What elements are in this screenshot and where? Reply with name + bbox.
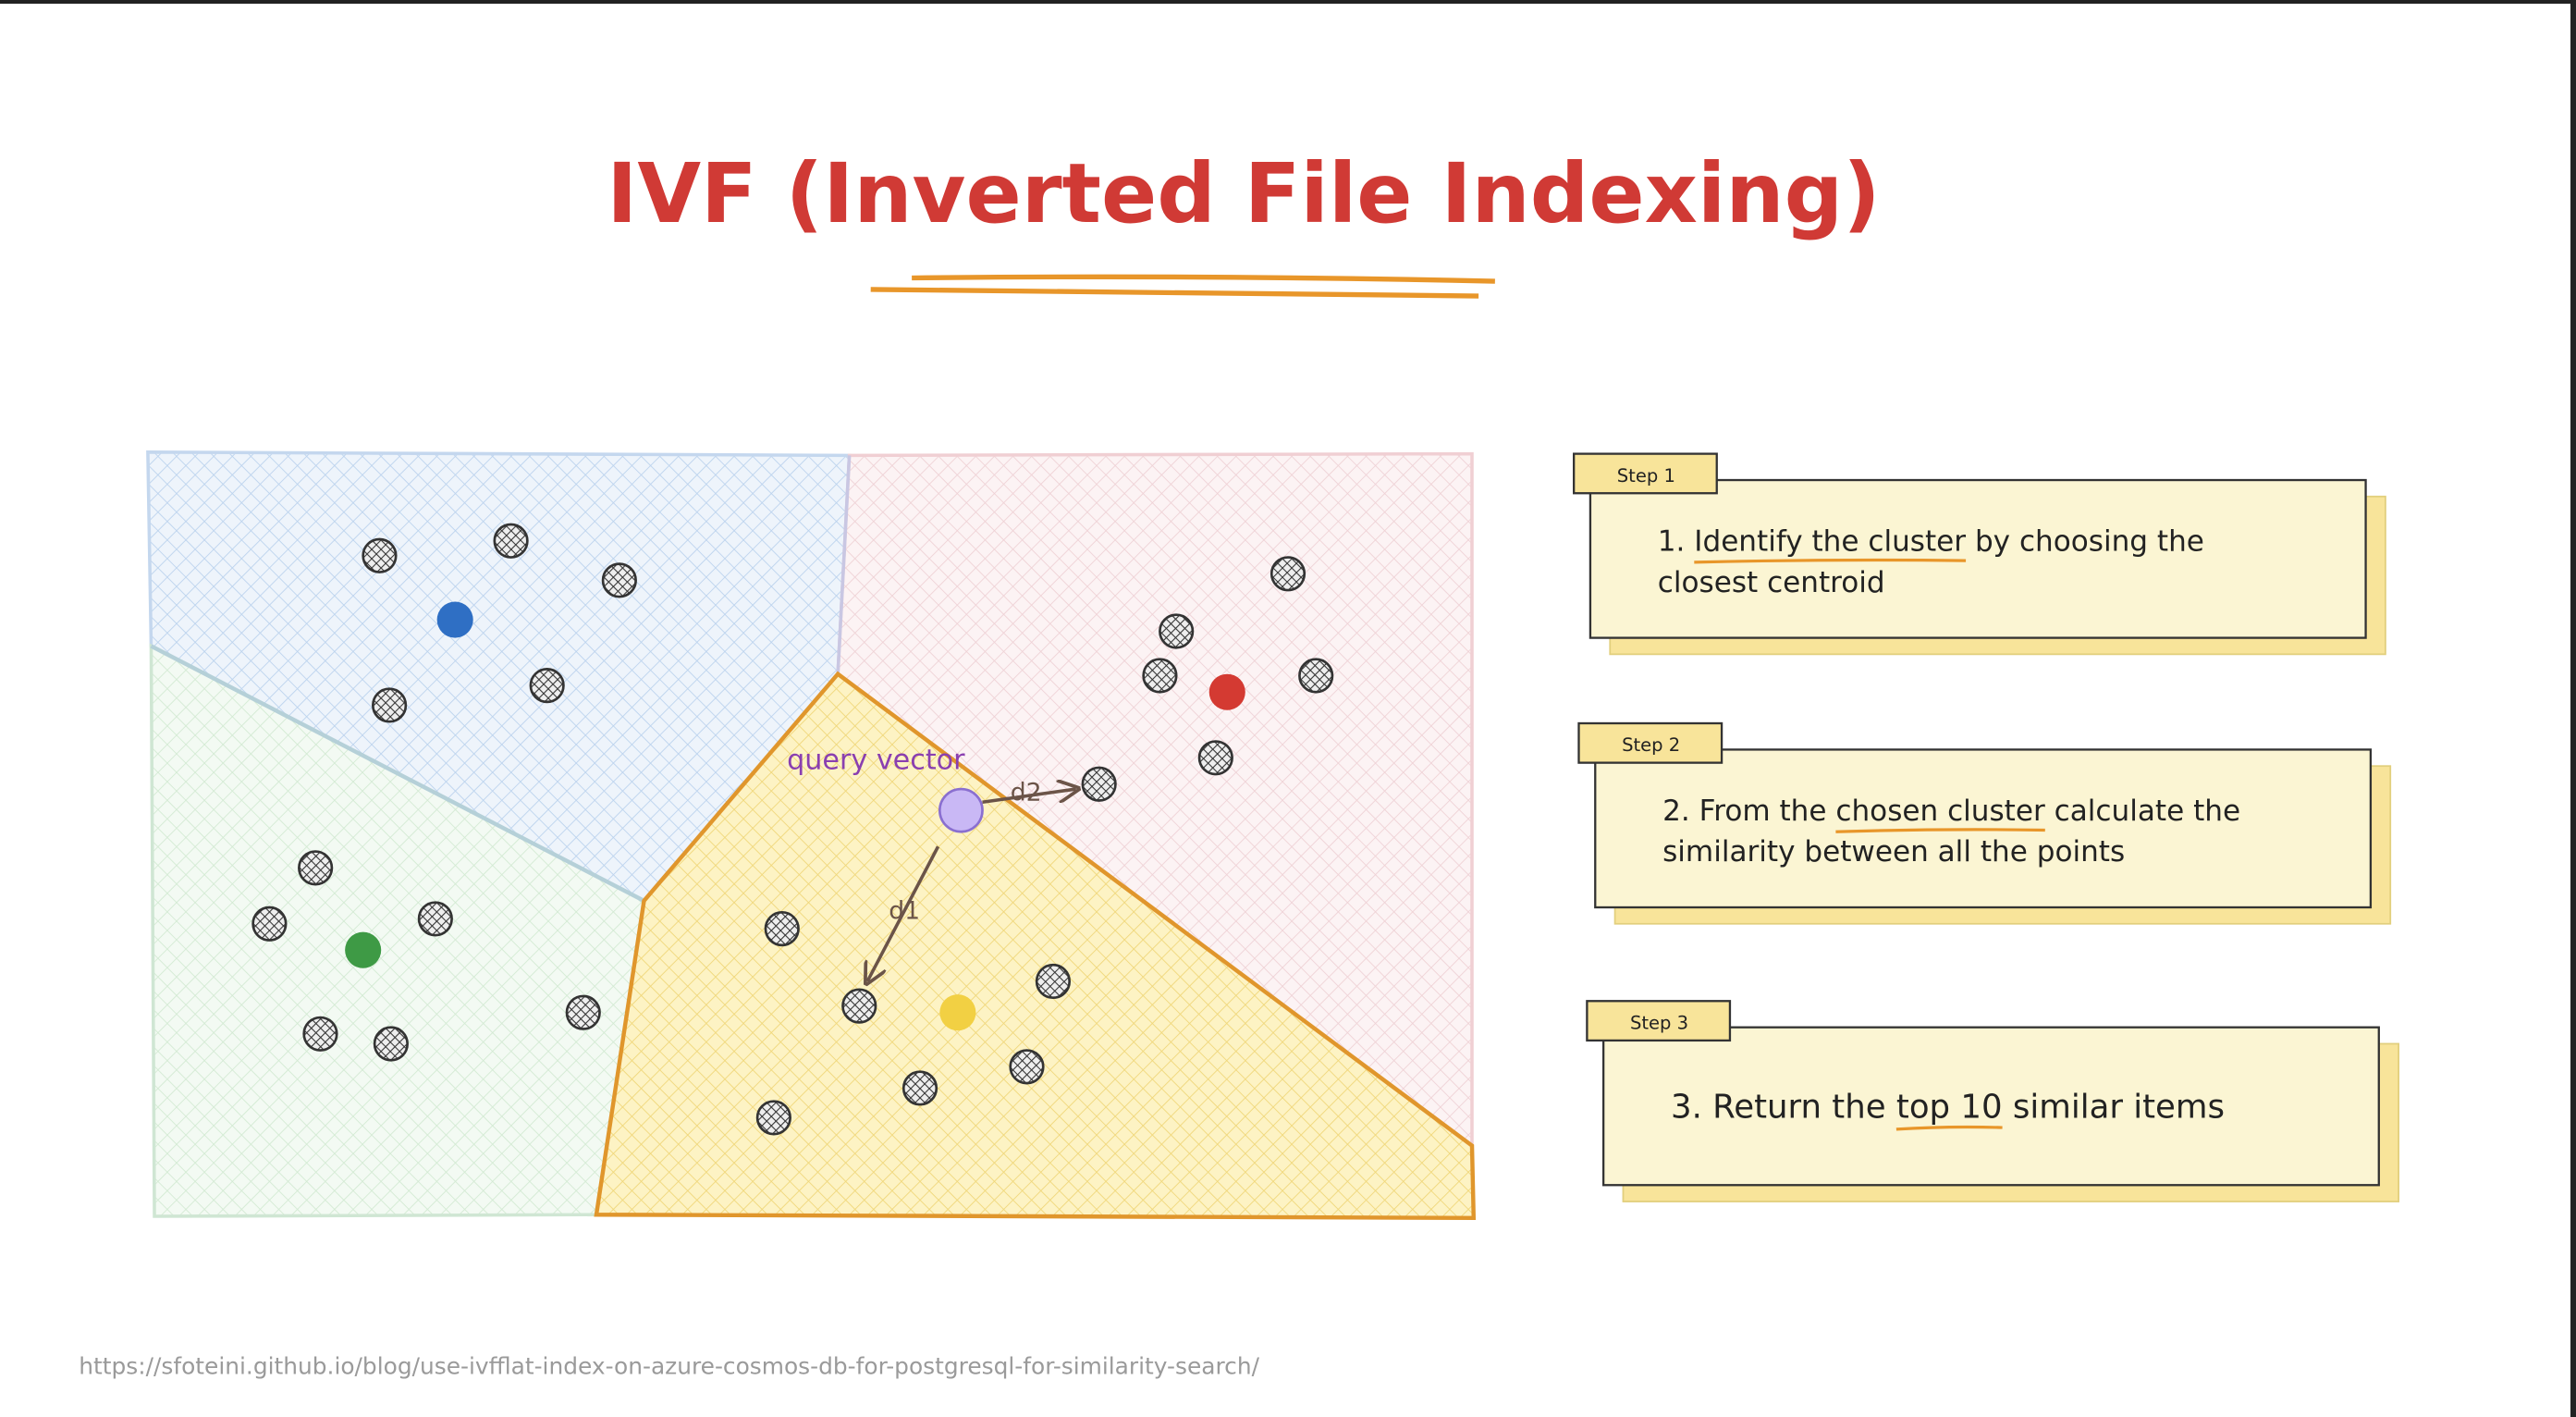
card-body [1601, 1026, 2380, 1187]
data-point [755, 1100, 791, 1136]
step-text-line1: 1. Identify the cluster by choosing the [1658, 524, 2204, 558]
step-text-pre: 1. [1658, 524, 1695, 558]
d1-label: d1 [889, 896, 920, 925]
step-card-2: Step 2 2. From the chosen cluster calcula… [1577, 721, 2392, 925]
step-text-pre: 3. Return the [1671, 1088, 1896, 1126]
highlight-underline [1835, 828, 2045, 833]
step-tag [1586, 1000, 1732, 1042]
data-point [1009, 1049, 1045, 1085]
step-card-1: Step 1 1. Identify the cluster by choosin… [1573, 452, 2386, 656]
data-point [373, 1026, 409, 1062]
data-point [902, 1070, 938, 1106]
data-point [251, 906, 288, 942]
step-tag-label: Step 2 [1622, 734, 1680, 756]
window-right-border [2570, 0, 2576, 1417]
title-underline-2 [870, 287, 1479, 299]
cluster-region-yellow [594, 671, 1477, 1221]
d2-label: d2 [1011, 779, 1042, 807]
title-underline [912, 274, 1495, 284]
highlighted-phrase: top 10 [1896, 1088, 2003, 1126]
d2-arrow [982, 789, 1076, 805]
data-point [529, 668, 565, 704]
step-text-line2: closest centroid [1658, 566, 1885, 599]
data-point [362, 537, 398, 573]
centroid-blue [436, 601, 473, 638]
step-text-pre: 2. From the [1662, 795, 1835, 828]
step-tag-label: Step 3 [1630, 1012, 1688, 1033]
data-point [302, 1016, 338, 1052]
centroid-green [345, 931, 382, 968]
d1-arrow [867, 845, 940, 981]
query-vector-point [938, 787, 984, 833]
step-text-line1: 3. Return the top 10 similar items [1671, 1088, 2225, 1126]
data-point [417, 901, 453, 937]
step-tag-label: Step 1 [1617, 465, 1675, 487]
data-point [1159, 613, 1195, 649]
highlighted-phrase: chosen cluster [1835, 795, 2045, 828]
centroid-yellow [939, 994, 976, 1031]
data-point [1081, 766, 1117, 802]
window-top-border [0, 0, 2576, 4]
voronoi-diagram: query vector d2 d1 [146, 450, 1477, 1221]
step-tag [1577, 721, 1723, 764]
step-text-post: calculate the [2045, 795, 2240, 828]
card-body [1589, 478, 2367, 639]
query-vector-label: query vector [787, 745, 965, 777]
region-border-line [836, 455, 852, 674]
page-title: IVF (Inverted File Indexing) [607, 146, 1880, 241]
source-url: https://sfoteini.github.io/blog/use-ivff… [79, 1353, 1259, 1380]
step-text-post: similar items [2003, 1088, 2225, 1126]
region-border-line [150, 644, 645, 903]
highlight-underline [1895, 1125, 2003, 1131]
highlight-underline [1694, 558, 1967, 564]
data-point [601, 562, 637, 598]
step-card-3: Step 3 3. Return the top 10 similar items [1586, 1000, 2399, 1202]
step-text-line1: 2. From the chosen cluster calculate the [1662, 795, 2240, 828]
highlighted-phrase: Identify the cluster [1694, 524, 1966, 558]
data-point [1035, 963, 1072, 1000]
data-point [841, 988, 877, 1024]
centroid-red [1208, 673, 1245, 710]
data-point [1298, 658, 1334, 694]
data-point [1270, 556, 1306, 592]
data-point [371, 687, 408, 723]
points-layer [251, 523, 1334, 1136]
step-text-post: by choosing the [1966, 524, 2204, 558]
data-point [493, 523, 529, 559]
data-point [298, 850, 334, 886]
steps-panel: Step 1 1. Identify the cluster by choosin… [1573, 452, 2399, 1202]
data-point [764, 910, 800, 947]
data-point [1197, 740, 1233, 776]
step-tag [1573, 452, 1718, 495]
step-text-line2: similarity between all the points [1662, 835, 2125, 869]
data-point [565, 994, 601, 1030]
data-point [1142, 658, 1178, 694]
